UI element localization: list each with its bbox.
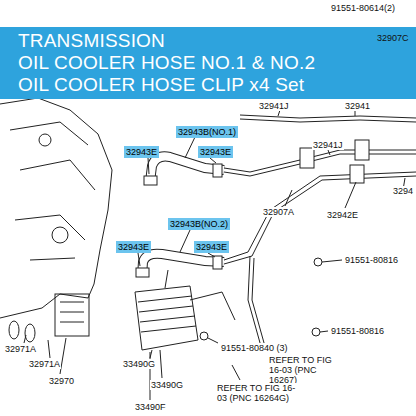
title-text: TRANSMISSION	[18, 30, 398, 52]
highlighted-part-number: 32943E	[124, 146, 159, 158]
part-number: 32941J	[312, 140, 344, 150]
highlighted-part-number: 32943E	[194, 241, 229, 253]
highlighted-part-number: 32943B(NO.1)	[176, 126, 238, 138]
highlighted-part-number: 32943E	[116, 241, 151, 253]
part-number: 91551-80816	[344, 255, 399, 265]
bolt	[314, 258, 322, 266]
hose-clip	[136, 268, 149, 277]
pipe-clamp	[350, 165, 364, 183]
oil-cooler	[135, 286, 198, 350]
bolt	[312, 328, 320, 336]
case-detail	[10, 122, 95, 260]
part-number: 91551-80840 (3)	[220, 343, 289, 353]
o-ring	[9, 321, 19, 339]
part-number: 33490F	[134, 402, 167, 412]
leader-line	[150, 350, 162, 400]
pipe-clamp	[300, 148, 314, 168]
valve-detail	[60, 302, 84, 322]
leader-line	[232, 365, 240, 380]
leader-line	[278, 110, 405, 208]
part-number: 32971A	[28, 359, 61, 369]
part-number: 91551-80614(2)	[330, 3, 396, 13]
title-text: OIL COOLER HOSE NO.1 & NO.2	[18, 52, 398, 74]
part-number: 32941J	[258, 101, 290, 111]
hose-clip	[144, 176, 157, 185]
leader-line	[322, 260, 342, 262]
hose-outline	[142, 254, 224, 276]
cooler-pipe	[240, 115, 416, 122]
title-band: TRANSMISSIONOIL COOLER HOSE NO.1 & NO.2O…	[0, 27, 416, 99]
part-number: 32907C	[376, 33, 410, 43]
part-number: REFER TO FIG 16-03 (PNC 16267)	[268, 355, 344, 385]
cooler-pipe	[224, 172, 416, 264]
cooler-pipe	[224, 150, 416, 176]
part-number: 32942E	[326, 210, 359, 220]
part-number: REFER TO FIG 16-03 (PNC 16264G)	[216, 383, 298, 403]
cooler-valve	[55, 294, 89, 336]
cooler-pipe	[248, 256, 266, 350]
transmission-case	[0, 98, 112, 318]
cooler-hose	[165, 270, 235, 320]
bolt	[200, 332, 208, 340]
highlighted-part-number: 32943B(NO.2)	[168, 218, 230, 230]
hose-clip	[213, 256, 222, 269]
part-number: 32941	[344, 101, 371, 111]
part-number: 33490G	[150, 380, 184, 390]
case-boss	[52, 227, 68, 243]
leader-line	[208, 338, 218, 343]
highlighted-part-number: 32943E	[198, 146, 233, 158]
case-boss	[39, 134, 51, 146]
part-number: 33490G	[122, 359, 156, 369]
leader-line	[24, 335, 66, 374]
title-text: OIL COOLER HOSE CLIP x4 Set	[18, 74, 398, 96]
leader-line	[320, 331, 328, 332]
part-number: 3294	[392, 186, 414, 196]
part-number: 91551-80816	[330, 326, 385, 336]
part-number: 32971A	[4, 344, 37, 354]
hose-clip	[213, 164, 222, 177]
o-ring	[25, 324, 35, 342]
part-number: 32907A	[262, 207, 295, 217]
pipe-clamp	[355, 140, 369, 160]
hose-no2	[142, 254, 224, 276]
cooler-fins	[138, 296, 196, 332]
part-number: 32970	[48, 376, 75, 386]
